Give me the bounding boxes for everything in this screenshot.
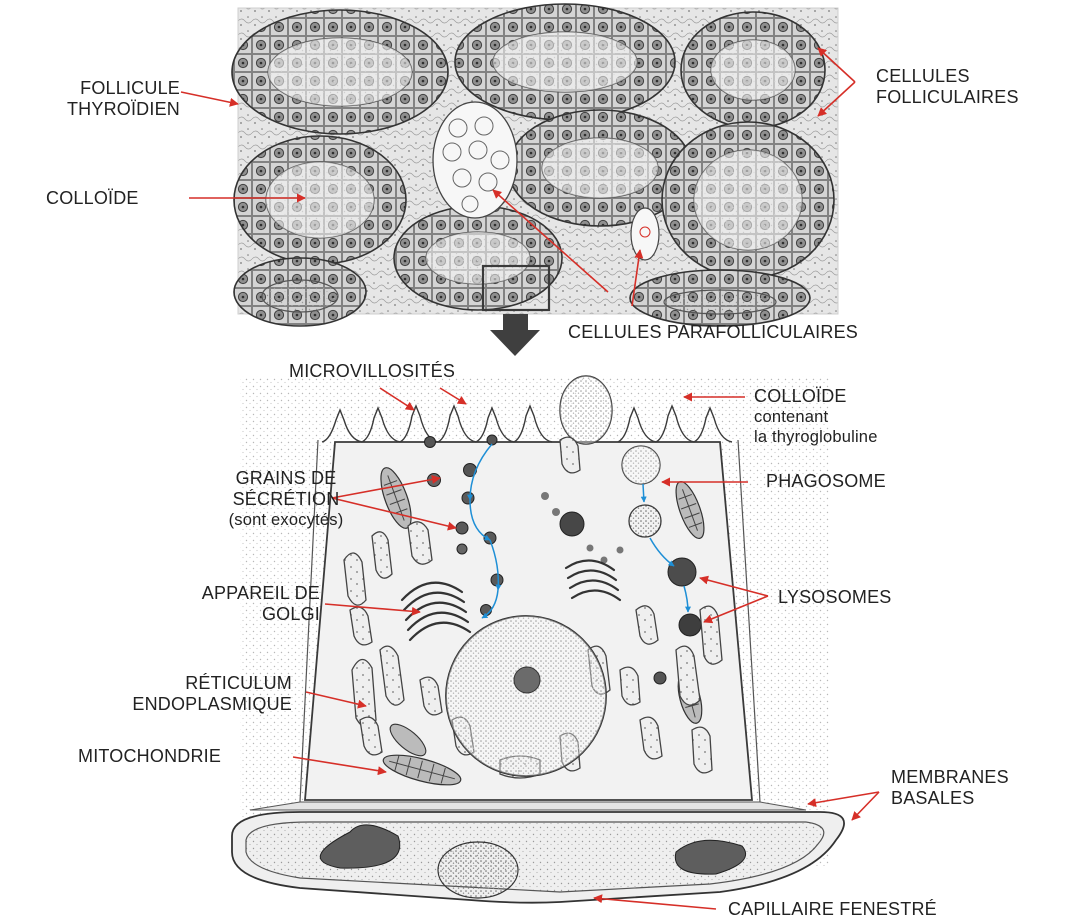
arrow-follicule — [181, 92, 238, 104]
label-line: contenant — [754, 407, 878, 427]
label-line: (sont exocytés) — [216, 510, 356, 531]
follicle — [681, 12, 825, 128]
follicle — [630, 270, 810, 326]
follicle — [232, 10, 448, 134]
follicle — [662, 122, 834, 278]
label-line: FOLLICULAIRES — [876, 87, 1019, 108]
down-arrow-icon — [490, 314, 540, 356]
label-capillaire-fenestre: CAPILLAIRE FENESTRÉ — [728, 899, 937, 920]
arrow-capillaire — [594, 898, 716, 909]
label-line: BASALES — [891, 788, 1009, 809]
label-cellules-folliculaires: CELLULES FOLLICULAIRES — [876, 66, 1019, 108]
label-line: ENDOPLASMIQUE — [60, 694, 292, 715]
follicles — [232, 4, 834, 326]
label-membranes-basales: MEMBRANES BASALES — [891, 767, 1009, 809]
nucleus — [446, 616, 606, 776]
label-line: GOLGI — [140, 604, 320, 625]
fenestrated-capillary — [232, 812, 844, 903]
label-appareil-de-golgi: APPAREIL DE GOLGI — [140, 583, 320, 625]
follicular-cell-drawing — [232, 376, 844, 903]
label-follicule-thyroidien: FOLLICULE THYROÏDIEN — [40, 78, 180, 120]
label-mitochondrie: MITOCHONDRIE — [78, 746, 221, 767]
follicle — [455, 4, 675, 120]
label-phagosome: PHAGOSOME — [766, 471, 886, 492]
label-colloide-top: COLLOÏDE — [46, 188, 139, 209]
label-line: CELLULES — [876, 66, 1019, 87]
label-reticulum-endoplasmique: RÉTICULUM ENDOPLASMIQUE — [60, 673, 292, 715]
label-cellules-parafolliculaires: CELLULES PARAFOLLICULAIRES — [568, 322, 858, 343]
label-line: GRAINS DE — [216, 468, 356, 489]
label-line: FOLLICULE — [40, 78, 180, 99]
label-line: APPAREIL DE — [140, 583, 320, 604]
label-line: la thyroglobuline — [754, 427, 878, 447]
follicle — [394, 206, 562, 310]
label-line: COLLOÏDE — [754, 386, 878, 407]
label-line: SÉCRÉTION — [216, 489, 356, 510]
label-colloide-thyroglobuline: COLLOÏDE contenant la thyroglobuline — [754, 386, 878, 447]
label-lysosomes: LYSOSOMES — [778, 587, 892, 608]
label-line: MEMBRANES — [891, 767, 1009, 788]
follicle — [234, 136, 406, 264]
follicle — [234, 258, 366, 326]
label-microvillosites: MICROVILLOSITÉS — [289, 361, 455, 382]
label-line: THYROÏDIEN — [40, 99, 180, 120]
label-line: RÉTICULUM — [60, 673, 292, 694]
thyroid-tissue-micrograph — [232, 4, 838, 326]
label-grains-de-secretion: GRAINS DE SÉCRÉTION (sont exocytés) — [216, 468, 356, 531]
